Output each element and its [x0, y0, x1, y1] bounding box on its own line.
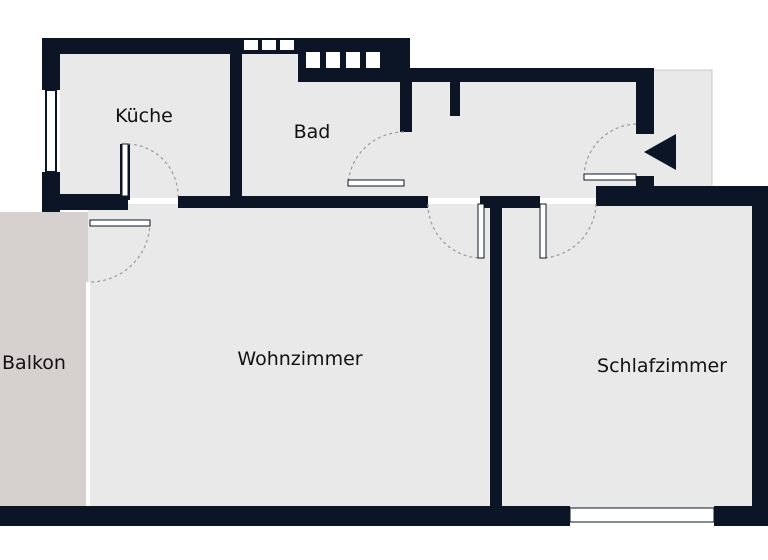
wall: [42, 38, 410, 54]
outlines: [654, 69, 713, 186]
wall: [298, 68, 654, 82]
kitchen-door-leaf: [121, 143, 129, 197]
room-label-kueche: Küche: [115, 105, 173, 127]
bedroom-door-leaf: [539, 203, 547, 259]
top-window: [280, 40, 294, 50]
bath-door-leaf: [347, 179, 405, 187]
room-label-balkon: Balkon: [2, 352, 66, 374]
wall: [450, 82, 460, 116]
kitchen-floor: [60, 54, 232, 198]
wall: [42, 38, 60, 90]
wall: [178, 196, 428, 208]
bedroom-door-swing: [541, 203, 597, 259]
wall: [636, 68, 654, 134]
top-window: [262, 40, 276, 50]
bedroom-window: [569, 507, 715, 523]
balcony-door-leaf: [89, 219, 151, 227]
windows: [45, 40, 715, 523]
bath-window: [366, 52, 380, 68]
wall: [596, 186, 768, 206]
room-label-schlafzimmer: Schlafzimmer: [597, 355, 727, 377]
wall: [0, 506, 570, 526]
wall: [230, 54, 242, 198]
room-label-bad: Bad: [294, 121, 331, 143]
wall: [400, 82, 412, 132]
entrance-arrow-icon: [644, 134, 676, 170]
bath-door-swing: [347, 131, 405, 185]
room-label-wohnzimmer: Wohnzimmer: [237, 348, 362, 370]
bath-window: [306, 52, 320, 68]
wall: [714, 506, 768, 526]
bath-window: [346, 52, 360, 68]
balcony-door: [86, 282, 90, 506]
living-room-floor: [88, 204, 492, 508]
wall: [480, 196, 540, 208]
entrance-outline: [654, 69, 713, 186]
wall: [490, 196, 502, 508]
kitchen-window: [45, 89, 57, 173]
balcony-floor: [0, 212, 88, 508]
hallway-floor: [408, 82, 640, 198]
wall: [752, 206, 768, 506]
living-door-swing: [427, 203, 481, 259]
bath-window: [326, 52, 340, 68]
top-window: [244, 40, 258, 50]
entrance-door-leaf: [583, 173, 637, 181]
doors: [89, 123, 637, 283]
living-door-leaf: [477, 203, 485, 259]
wall: [42, 194, 128, 210]
